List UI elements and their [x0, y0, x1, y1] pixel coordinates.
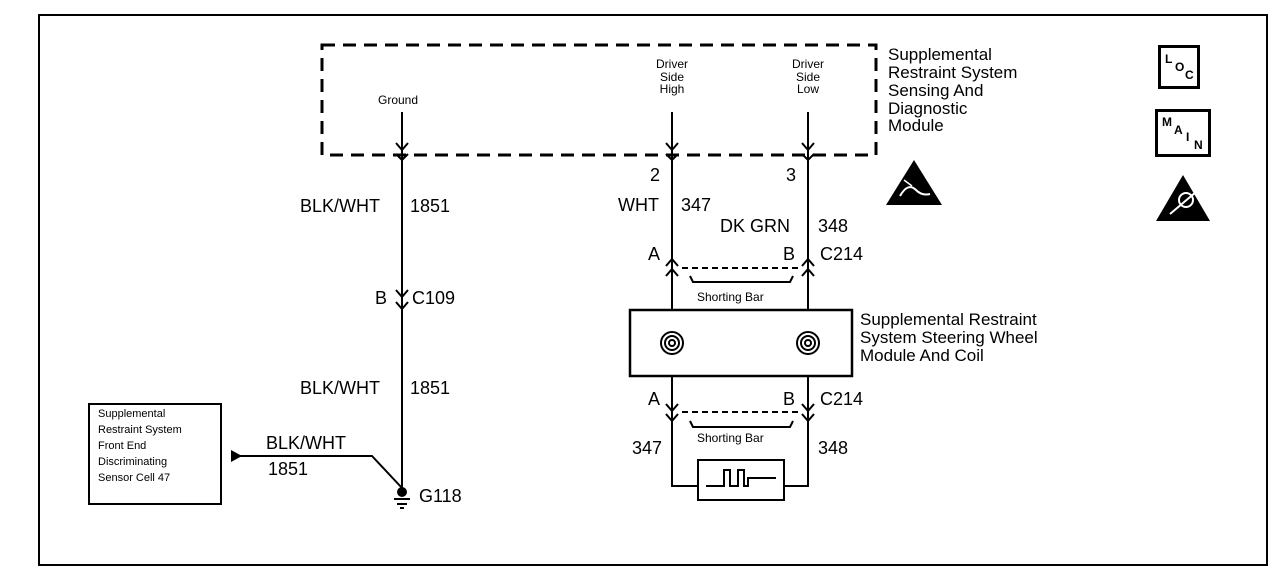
location-icon-letter: L: [1165, 52, 1173, 66]
circuit-number-label: 1851: [410, 378, 451, 398]
steering-title-line: Supplemental Restraint: [860, 310, 1037, 329]
circuit-number-label: 1851: [410, 196, 451, 216]
module-title-line: Module: [888, 116, 944, 136]
pin-label-line: High: [659, 82, 685, 97]
sensor-box: [88, 403, 222, 505]
ground-splice: [397, 487, 407, 497]
connector-pin-label: A: [648, 244, 661, 264]
location-icon: L O C: [1158, 45, 1200, 89]
pin-label-line: Driver: [792, 57, 824, 71]
location-icon-letter: C: [1185, 68, 1194, 82]
shorting-bar-upper: [682, 267, 798, 283]
sensor-label-line: Restraint System: [98, 423, 182, 436]
pin-number-label: 2: [650, 165, 661, 185]
sensor-wire-arrow: [231, 450, 242, 462]
sensor-wire-circuit: 1851: [268, 459, 309, 479]
coil-icon-right: [796, 331, 820, 355]
pin-driver-low-label: Driver Side Low: [788, 58, 828, 96]
pin-label-line: Side: [795, 69, 821, 84]
shorting-bar-label: Shorting Bar: [697, 431, 764, 445]
pin-driver-high-label: Driver Side High: [652, 58, 692, 96]
pin-number-label: 3: [786, 165, 797, 185]
main-icon-letter: A: [1174, 123, 1183, 137]
circuit-number-label: 347: [632, 438, 663, 458]
sensor-label-line: Front End: [98, 439, 147, 452]
module-title-line: Sensing And: [888, 80, 984, 100]
sensor-label-line: Sensor Cell 47: [98, 471, 171, 484]
wire-color-label: WHT: [618, 195, 659, 215]
wire-color-label: BLK/WHT: [300, 378, 381, 398]
diagram-frame: [38, 14, 1268, 566]
module-title-line: Restraint System: [888, 62, 1018, 82]
ground-wire: [395, 112, 409, 490]
sensor-wire: [232, 455, 403, 489]
connector-pin-label: B: [375, 288, 388, 308]
pin-ground-label: Ground: [378, 93, 419, 107]
wire-color-label: DK GRN: [720, 216, 791, 236]
wire-color-label: BLK/WHT: [300, 196, 381, 216]
steering-module-title: Supplemental Restraint System Steering W…: [860, 311, 1038, 365]
location-icon-letter: O: [1175, 60, 1185, 74]
wire-348: [801, 112, 815, 476]
connector-id-label: C109: [412, 288, 456, 308]
main-icon-letter: M: [1162, 115, 1172, 129]
connector-pin-label: B: [783, 244, 796, 264]
inflator-loop: [671, 459, 809, 501]
connector-pin-label: A: [648, 389, 661, 409]
pin-label-line: Low: [796, 82, 819, 97]
sensor-label-line: Supplemental: [98, 408, 166, 420]
shorting-bar-lower: [682, 411, 798, 428]
connector-id-label: C214: [820, 244, 864, 264]
sensor-label: Supplemental Restraint System Front End …: [98, 407, 182, 487]
circuit-number-label: 348: [818, 438, 849, 458]
ground-id-label: G118: [419, 486, 462, 506]
pin-label-line: Side: [659, 69, 685, 84]
airbag-warning-icon: [1156, 175, 1210, 221]
circuit-number-label: 347: [681, 195, 712, 215]
steering-title-line: Module And Coil: [860, 345, 984, 365]
wire-347: [665, 112, 679, 476]
sensor-wire-color: BLK/WHT: [266, 433, 347, 453]
module-title: Supplemental Restraint System Sensing An…: [888, 46, 1017, 135]
module-title-line: Diagnostic: [888, 98, 968, 118]
shorting-bar-label: Shorting Bar: [697, 290, 764, 304]
esd-warning-icon: [886, 160, 942, 205]
coil-icon-left: [660, 331, 684, 355]
connector-id-label: C214: [820, 389, 864, 409]
steering-title-line: System Steering Wheel: [860, 327, 1038, 347]
main-icon-letter: I: [1186, 130, 1190, 144]
ground-symbol: [394, 498, 410, 509]
circuit-number-label: 348: [818, 216, 849, 236]
main-icon: M A I N: [1155, 109, 1211, 157]
module-title-line: Supplemental: [888, 45, 992, 64]
pin-label-line: Driver: [656, 57, 688, 71]
connector-pin-label: B: [783, 389, 796, 409]
main-icon-letter: N: [1194, 138, 1203, 152]
sensor-label-line: Discriminating: [98, 455, 168, 468]
module-dashed-box: [320, 43, 878, 157]
